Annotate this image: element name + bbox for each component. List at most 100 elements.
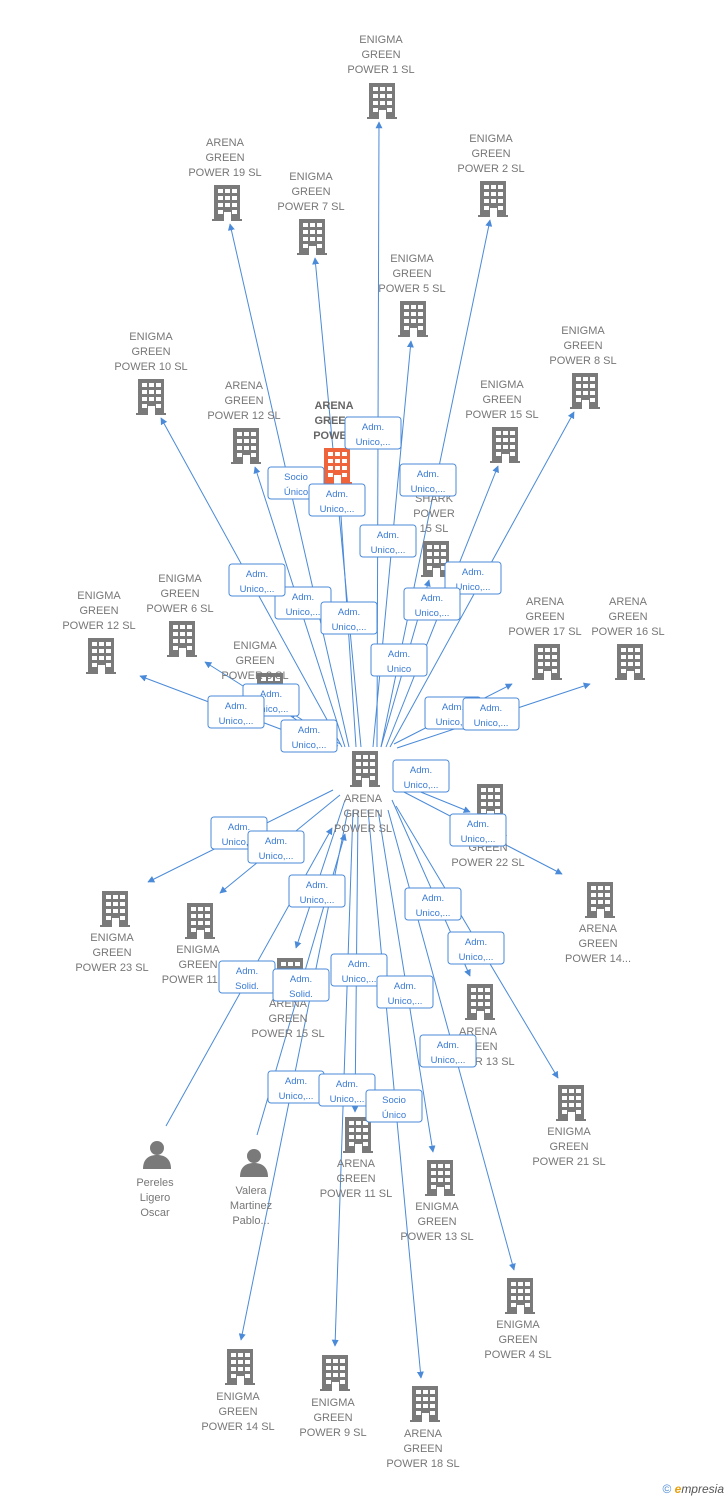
relation-label-n21[interactable]: Adm.Unico,... xyxy=(288,874,346,908)
relation-text: Adm. xyxy=(298,725,320,736)
node-label-line: GREEN xyxy=(403,1443,442,1455)
relation-label-n24[interactable]: Adm. Solid. xyxy=(218,960,276,994)
relation-label-n23[interactable]: Adm.Unico,... xyxy=(449,813,507,847)
relation-box xyxy=(449,813,507,847)
node-label-line: GREEN xyxy=(392,268,431,280)
node-label-line: ENIGMA xyxy=(90,932,134,944)
node-label-line: POWER 16 SL xyxy=(591,626,664,638)
relation-label-n13[interactable]: Adm.Unico,... xyxy=(207,695,265,729)
relation-text: Único xyxy=(382,1110,406,1121)
relation-label-n17[interactable]: Adm.Unico,... xyxy=(392,759,450,793)
building-icon xyxy=(185,903,215,939)
relation-text: Adm. xyxy=(326,489,348,500)
node-label-line: GREEN xyxy=(235,655,274,667)
relation-label-n19[interactable]: Adm.Unico,... xyxy=(247,830,305,864)
relation-text: Unico,... xyxy=(342,974,377,985)
relation-box xyxy=(399,463,457,497)
node-label-line: POWER 11 SL xyxy=(162,974,235,986)
node-label-line: ENIGMA xyxy=(390,253,434,265)
relation-label-n5[interactable]: Adm.Unico,... xyxy=(359,524,417,558)
relation-label-n22[interactable]: Adm.Unico,... xyxy=(447,931,505,965)
relation-label-n1[interactable]: Adm.Unico,... xyxy=(344,416,402,450)
relation-label-n30[interactable]: Adm.Unico,... xyxy=(318,1073,376,1107)
building-icon xyxy=(532,644,562,680)
relation-text: Adm. xyxy=(236,966,258,977)
relation-label-n16[interactable]: Adm.Unico,... xyxy=(462,697,520,731)
node-label-line: GREEN xyxy=(92,947,131,959)
building-icon xyxy=(505,1278,535,1314)
relation-text: Unico,... xyxy=(456,582,491,593)
node-label-line: POWER 23 SL xyxy=(75,962,148,974)
relation-label-n7[interactable]: Adm.Unico,... xyxy=(444,561,502,595)
relation-label-n25[interactable]: Adm.Solid. xyxy=(272,968,330,1002)
relation-label-n2[interactable]: Adm.Unico,... xyxy=(399,463,457,497)
building-icon xyxy=(615,644,645,680)
node-label-line: GREEN xyxy=(336,1173,375,1185)
building-icon xyxy=(465,984,495,1020)
node-label-line: POWER 22 SL xyxy=(451,857,524,869)
relation-text: Solid. xyxy=(235,981,259,992)
relation-text: Unico,... xyxy=(332,622,367,633)
relation-text: Adm. xyxy=(348,959,370,970)
relation-label-n10[interactable]: Adm.Unico,... xyxy=(403,587,461,621)
building-icon xyxy=(570,373,600,409)
building-icon xyxy=(136,379,166,415)
relation-label-n26[interactable]: Adm. Unico,... xyxy=(330,953,388,987)
relation-label-n28[interactable]: Adm.Unico,... xyxy=(419,1034,477,1068)
node-label-line: POWER 17 SL xyxy=(508,626,581,638)
relation-label-n14[interactable]: Adm.Unico,... xyxy=(280,719,338,753)
node-label-line: POWER 19 SL xyxy=(188,167,261,179)
person-node-n25[interactable]: ValeraMartinezPablo... xyxy=(230,1149,272,1227)
relation-label-n20[interactable]: Adm.Unico,... xyxy=(404,887,462,921)
relation-text: Unico,... xyxy=(300,895,335,906)
node-label-line: POWER 15 SL xyxy=(251,1028,324,1040)
relation-label-n27[interactable]: Adm.Unico,... xyxy=(376,975,434,1009)
node-label-line: POWER 8 SL xyxy=(549,355,616,367)
relation-box xyxy=(247,830,305,864)
relation-label-n29[interactable]: Adm.Unico,... xyxy=(267,1070,325,1104)
building-icon xyxy=(585,882,615,918)
relation-box xyxy=(320,601,378,635)
node-label-line: POWER 3 SL xyxy=(221,670,288,682)
building-icon xyxy=(320,1355,350,1391)
relation-text: Adm. xyxy=(336,1079,358,1090)
company-node-n18[interactable]: ENIGMA GREEN POWER 23 SL xyxy=(75,891,149,974)
relation-label-n11[interactable]: Adm.Unico xyxy=(370,643,428,677)
relation-text: Adm. xyxy=(285,1076,307,1087)
relation-label-n9[interactable]: Adm.Unico,... xyxy=(308,483,366,517)
node-label-line: ARENA xyxy=(404,1428,443,1440)
node-label-line: GREEN xyxy=(205,152,244,164)
node-label-line: ENIGMA xyxy=(158,573,202,585)
node-label-line: ENIGMA xyxy=(359,34,403,46)
relation-label-n8[interactable]: Adm.Unico,... xyxy=(320,601,378,635)
relation-label-n6[interactable]: Adm.Unico,... xyxy=(228,563,286,597)
node-label-line: GREEN xyxy=(525,611,564,623)
